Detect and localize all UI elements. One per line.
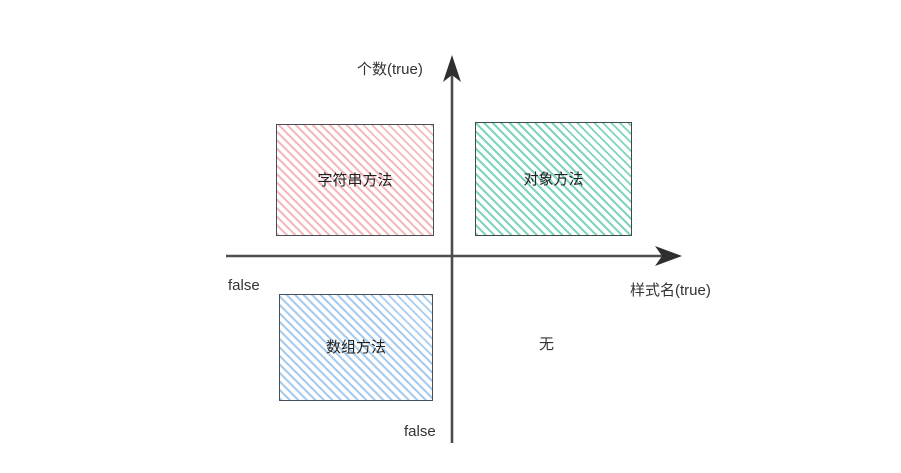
y-axis-negative-tick-label: false <box>404 423 436 440</box>
box-object-method[interactable]: 对象方法 <box>475 122 632 236</box>
box-array-method-label: 数组方法 <box>325 339 386 356</box>
box-string-method-label: 字符串方法 <box>317 171 393 189</box>
y-axis-arrowhead <box>443 55 461 82</box>
box-array-method[interactable]: 数组方法 <box>279 294 433 401</box>
empty-quadrant-label: 无 <box>539 336 555 353</box>
x-axis-arrowhead <box>655 246 682 266</box>
box-string-method[interactable]: 字符串方法 <box>276 124 434 236</box>
box-object-method-label: 对象方法 <box>523 170 584 188</box>
x-axis-label: 样式名(true) <box>630 282 711 299</box>
y-axis-label: 个数(true) <box>357 61 423 78</box>
x-axis-negative-tick-label: false <box>228 277 260 294</box>
